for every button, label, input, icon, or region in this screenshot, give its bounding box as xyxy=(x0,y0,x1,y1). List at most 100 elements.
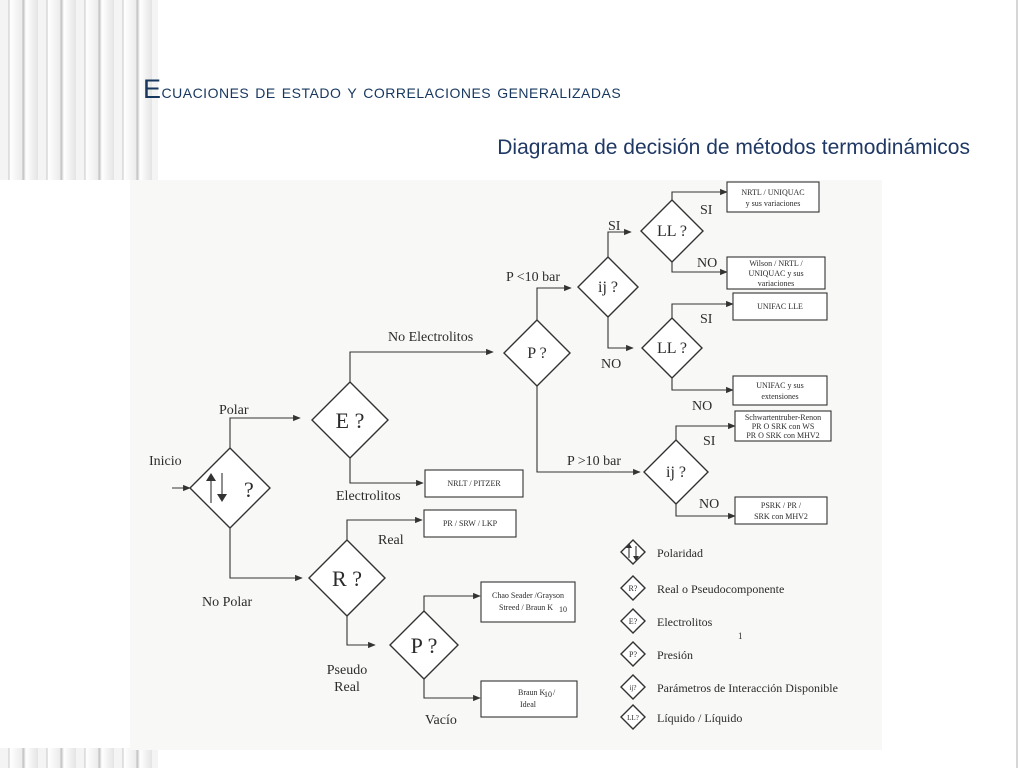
connector-ll-lower-no xyxy=(671,378,734,394)
decorative-left-border-bottom xyxy=(0,748,158,768)
decision-interaction-low: ij ? xyxy=(577,256,639,318)
label-no-ll-upper: NO xyxy=(697,256,717,271)
connector-ll-lower-si xyxy=(671,300,734,318)
result-text: Braun K xyxy=(518,688,546,697)
connectors xyxy=(172,188,736,702)
label-polar: Polar xyxy=(219,403,249,418)
slide-subtitle: Diagrama de decisión de métodos termodin… xyxy=(497,136,970,159)
slide-title: Ecuaciones de estado y correlaciones gen… xyxy=(143,74,622,104)
connector-ij-high-no xyxy=(675,504,736,520)
connector-no-electrolitos xyxy=(349,348,494,382)
decision-polarity: ? xyxy=(189,447,271,529)
label-pseudo-real: Real xyxy=(334,680,360,695)
result-text: UNIFAC LLE xyxy=(757,302,803,311)
interaction-high-question: ij ? xyxy=(666,464,686,481)
polarity-question: ? xyxy=(244,477,254,502)
decision-real: R ? xyxy=(308,539,386,617)
result-text: / xyxy=(553,688,556,697)
decision-interaction-high: ij ? xyxy=(643,439,709,505)
pressure-pseudo-question: P ? xyxy=(411,633,438,658)
legend-label: Líquido / Líquido xyxy=(657,711,742,725)
result-text: y sus variaciones xyxy=(746,199,801,208)
ll-upper-question: LL ? xyxy=(657,223,687,240)
label-p-low: P <10 bar xyxy=(506,270,560,285)
label-electrolitos: Electrolitos xyxy=(336,489,401,504)
connector-p-pseudo-up xyxy=(423,592,481,611)
result-text: extensiones xyxy=(761,392,798,401)
connector-ij-low-no xyxy=(607,317,634,352)
polarity-arrows-icon xyxy=(206,473,227,503)
label-si-ll-lower: SI xyxy=(700,312,713,327)
result-text: Chao Seader /Grayson xyxy=(492,591,564,600)
label-si-ll-upper: SI xyxy=(700,203,713,218)
connector-pseudo-real xyxy=(346,616,376,649)
legend-label: Electrolitos xyxy=(657,615,713,629)
result-text: UNIFAC y sus xyxy=(756,381,803,390)
decorative-left-border-top xyxy=(0,0,158,180)
result-text: NRLT / PITZER xyxy=(447,479,501,488)
decision-ll-upper: LL ? xyxy=(640,199,704,263)
decision-diagram-svg: ? E ? R ? P ? P ? ij ? LL ? LL ? ij ? In… xyxy=(149,181,838,730)
legend-item-electrolitos: E? Electrolitos xyxy=(620,608,713,634)
label-no-ij-low: NO xyxy=(601,357,621,372)
label-vacio: Vacío xyxy=(425,713,457,728)
connector-vacio xyxy=(423,679,481,702)
branch-labels: Inicio Polar No Polar No Electrolitos El… xyxy=(149,203,719,728)
label-p-high: P >10 bar xyxy=(567,454,621,469)
electrolytes-question: E ? xyxy=(336,408,365,433)
legend-label: Parámetros de Interacción Disponible xyxy=(657,681,838,695)
result-schwartentruber: Schwartentruber-Renon PR O SRK con WS PR… xyxy=(734,410,832,442)
legend-symbol: P? xyxy=(629,650,637,659)
result-subscript: 10 xyxy=(544,690,552,699)
result-braun-ideal: Braun K 10 / Ideal xyxy=(480,680,578,718)
result-chao-seader: Chao Seader /Grayson Streed / Braun K 10 xyxy=(480,581,576,623)
label-si-ij-low: SI xyxy=(608,219,621,234)
result-text: UNIQUAC y sus xyxy=(748,269,803,278)
label-no-electrolitos: No Electrolitos xyxy=(388,330,473,345)
result-text: Schwartentruber-Renon xyxy=(745,413,821,422)
legend-symbol: ij? xyxy=(630,684,637,692)
legend-item-real: R? Real o Pseudocomponente xyxy=(620,575,784,601)
decision-pressure-pseudo: P ? xyxy=(389,610,459,680)
result-text: PR O SRK con MHV2 xyxy=(746,431,819,440)
result-nrtl-uniquac: NRTL / UNIQUAC y sus variaciones xyxy=(726,181,820,213)
legend-item-liquido: LL? Líquido / Líquido xyxy=(620,704,742,730)
label-inicio: Inicio xyxy=(149,454,182,469)
label-no-ll-lower: NO xyxy=(692,399,712,414)
real-question: R ? xyxy=(332,566,362,591)
interaction-low-question: ij ? xyxy=(598,279,618,296)
result-text: PR / SRW / LKP xyxy=(443,519,498,528)
legend-item-presion: P? Presión xyxy=(620,641,693,667)
result-text: Wilson / NRTL / xyxy=(749,259,803,268)
result-text: Streed / Braun K xyxy=(499,603,553,612)
result-text: Ideal xyxy=(520,700,537,709)
pressure-main-question: P ? xyxy=(527,345,546,362)
connector-p-low xyxy=(536,284,572,320)
legend-item-interaccion: ij? Parámetros de Interacción Disponible xyxy=(620,674,838,700)
decision-electrolytes: E ? xyxy=(311,381,389,459)
decorative-right-border xyxy=(1016,0,1018,768)
legend-symbol: LL? xyxy=(627,714,639,722)
legend-label: Presión xyxy=(657,648,693,662)
polarity-arrows-icon xyxy=(626,543,639,561)
result-text: variaciones xyxy=(758,279,794,288)
decision-diagram: ? E ? R ? P ? P ? ij ? LL ? LL ? ij ? In… xyxy=(130,180,882,750)
result-subscript: 10 xyxy=(559,605,567,614)
result-wilson: Wilson / NRTL / UNIQUAC y sus variacione… xyxy=(726,256,826,290)
legend-label: Polaridad xyxy=(657,546,703,560)
label-no-ij-high: NO xyxy=(699,497,719,512)
result-text: PSRK / PR / xyxy=(761,501,802,510)
ll-lower-question: LL ? xyxy=(657,340,687,357)
connector-ij-low-si xyxy=(607,228,632,257)
result-text: SRK con MHV2 xyxy=(754,512,808,521)
label-pseudo: Pseudo xyxy=(327,663,367,678)
legend-symbol: E? xyxy=(629,617,638,626)
connector-polar xyxy=(229,414,301,448)
result-unifac-lle: UNIFAC LLE xyxy=(732,292,828,321)
connector-ll-upper-si xyxy=(671,188,728,200)
result-nrlt-pitzer: NRLT / PITZER xyxy=(424,469,524,498)
connector-no-polar xyxy=(229,528,303,582)
result-text: NRTL / UNIQUAC xyxy=(741,188,804,197)
decision-pressure-main: P ? xyxy=(503,319,571,387)
connector-electrolitos xyxy=(349,458,424,487)
